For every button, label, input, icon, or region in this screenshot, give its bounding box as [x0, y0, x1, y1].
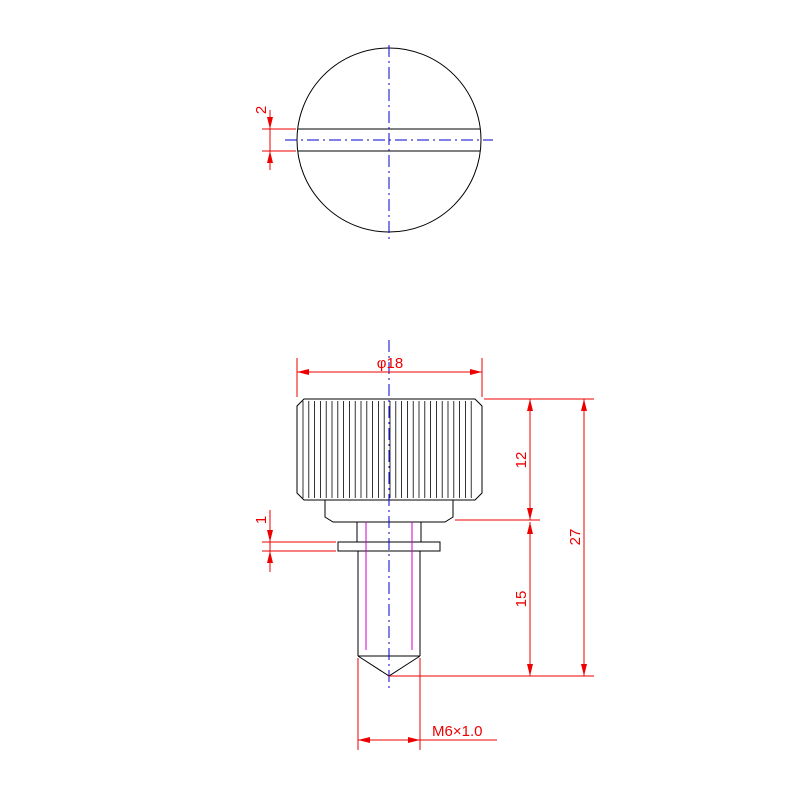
knurled-head	[296, 398, 483, 501]
thread-spec-label: M6×1.0	[432, 723, 482, 740]
head-diameter-dimension: φ18	[296, 355, 483, 397]
slot-width-label: 2	[253, 106, 270, 114]
knurl-pattern	[302, 401, 472, 498]
overall-length-label: 27	[567, 529, 584, 546]
thread-dimension: M6×1.0	[357, 658, 497, 750]
shank-length-dimension: 15	[389, 522, 594, 677]
shank-length-label: 15	[513, 591, 530, 608]
head-diameter-label: φ18	[377, 355, 403, 372]
head-height-label: 12	[513, 452, 530, 469]
overall-length-dimension: 27	[540, 398, 594, 676]
washer-thickness-dimension: 1	[253, 510, 336, 572]
top-view: 2	[253, 45, 493, 240]
slot-width-dimension: 2	[253, 106, 296, 170]
washer-thickness-label: 1	[253, 516, 270, 524]
front-view	[296, 340, 483, 690]
head-height-dimension: 12	[455, 398, 540, 521]
